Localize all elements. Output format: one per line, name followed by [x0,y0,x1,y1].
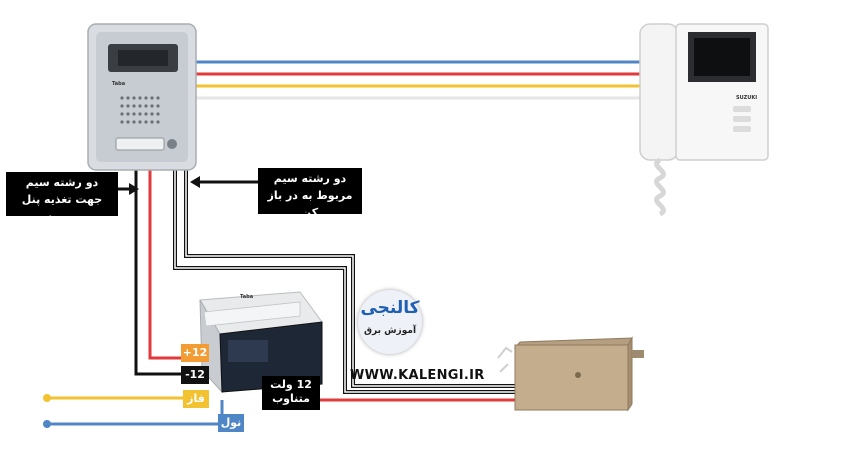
label-panel-power-text: دو رشته سیم جهت تغذیه پنل بیرون [21,176,103,223]
monitor-handset [639,23,679,161]
arrow-to-door-wires-icon [190,176,260,188]
wire-black-power [134,168,183,376]
terminal-minus-12: -12 [181,366,209,384]
terminal-phase: فاز [183,390,209,408]
door-panel: Taba [87,23,197,171]
door-lock-bolt [632,350,644,358]
power-supply-brand: Taba [240,294,253,300]
monitor-coiled-cord [654,157,666,217]
terminal-neutral: نول [218,414,244,432]
wire-neutral-end [43,420,51,428]
door-lock [497,336,644,412]
monitor-button-1 [733,106,751,112]
label-door-opener-wires: دو رشته سیم مربوط به در باز کن [258,168,362,219]
power-supply: Taba [199,291,323,394]
terminal-minus-12-text: -12 [185,368,205,381]
panel-to-monitor-wires [195,60,640,100]
wire-phase-end [43,394,51,402]
monitor-brand: SUZUKI [736,95,757,101]
kalengi-logo: کالنجی آموزش برق [358,290,422,354]
label-door-opener-wires-text: دو رشته سیم مربوط به در باز کن [267,172,353,219]
logo-brand: کالنجی [360,298,420,318]
wire-red-power [148,168,183,360]
label-panel-power: دو رشته سیم جهت تغذیه پنل بیرون [6,172,118,223]
label-transformer: 12 ولت متناوب [262,376,320,410]
door-panel-call-button-icon [167,139,177,149]
terminal-plus-12: +12 [181,344,209,362]
door-panel-speaker-grill [120,96,160,124]
wire-door-1-inner [174,168,515,393]
monitor-button-3 [733,126,751,132]
label-transformer-text: 12 ولت متناوب [270,378,312,405]
arrow-left-to-power-wires-icon [117,183,139,195]
monitor: SUZUKI [639,23,769,217]
terminal-phase-text: فاز [187,392,205,405]
wire-door-2-inner [185,168,515,387]
panel-down-wires [134,168,515,402]
logo-subtitle: آموزش برق [363,326,417,336]
terminal-neutral-text: نول [220,416,242,429]
website-url: WWW.KALENGI.IR [350,368,485,383]
terminal-plus-12-text: +12 [182,346,208,359]
monitor-button-2 [733,116,751,122]
door-panel-brand: Taba [112,81,125,87]
door-lock-screw [575,372,581,378]
door-panel-nameplate [115,137,165,151]
